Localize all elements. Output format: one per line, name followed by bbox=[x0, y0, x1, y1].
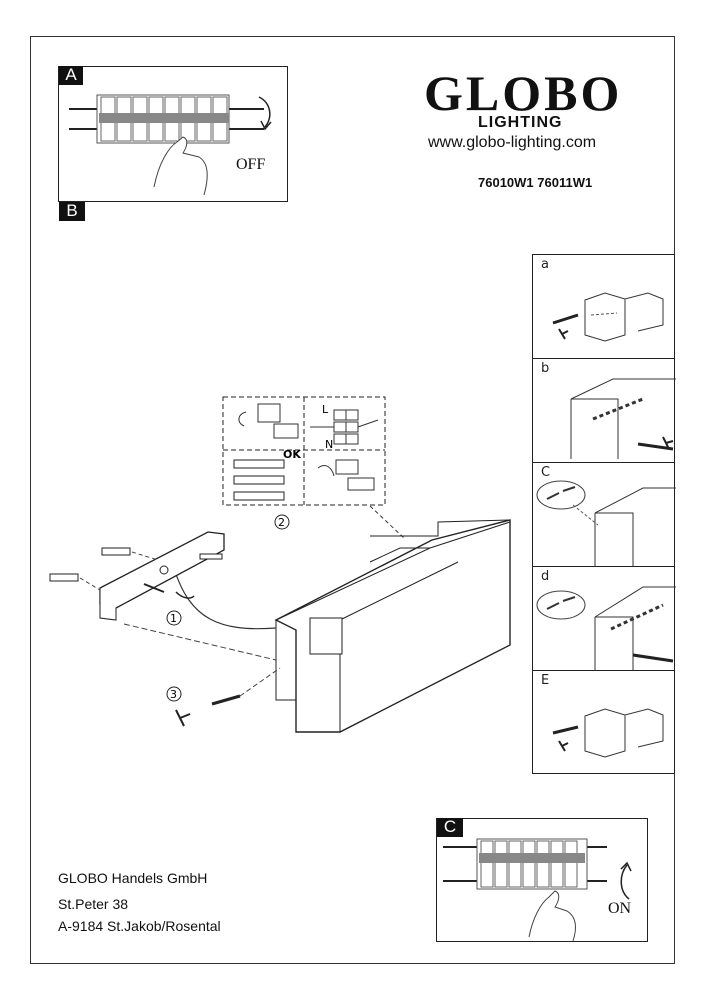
step-c-panel: C bbox=[532, 462, 676, 568]
panel-a-tag: A bbox=[59, 66, 83, 85]
panel-b-tag: B bbox=[59, 202, 85, 221]
panel-a-breaker-off bbox=[58, 66, 288, 202]
callout-1: 1 bbox=[170, 612, 177, 625]
street-address: St.Peter 38 bbox=[58, 896, 129, 912]
off-label: OFF bbox=[236, 156, 266, 173]
callout-3: 3 bbox=[170, 688, 177, 701]
company-name: GLOBO Handels GmbH bbox=[58, 870, 208, 886]
breaker-off-illustration bbox=[69, 94, 272, 196]
step-b-label: b bbox=[541, 361, 550, 376]
main-assembly-diagram: 1 3 2 bbox=[49, 505, 511, 733]
step-e-label: E bbox=[541, 673, 550, 688]
step-c-illustration bbox=[536, 480, 676, 567]
callout-2: 2 bbox=[278, 516, 285, 529]
step-c-label: C bbox=[541, 465, 551, 480]
step-b-panel: b bbox=[532, 358, 676, 464]
city-address: A-9184 St.Jakob/Rosental bbox=[58, 918, 221, 934]
ok-label: OK bbox=[283, 448, 301, 461]
website-url: www.globo-lighting.com bbox=[428, 134, 597, 151]
globo-logo: GLOBO bbox=[424, 65, 623, 121]
step-d-label: d bbox=[541, 569, 550, 584]
on-label: ON bbox=[608, 900, 632, 917]
breaker-on-illustration bbox=[443, 838, 632, 942]
terminal-l-label: L bbox=[322, 403, 329, 416]
panel-c-breaker-on bbox=[436, 818, 648, 942]
step-d-panel: d bbox=[532, 566, 676, 672]
terminal-n-label: N bbox=[325, 438, 333, 451]
model-numbers: 76010W1 76011W1 bbox=[478, 175, 593, 190]
panel-c-tag: C bbox=[437, 818, 463, 837]
step-a-panel: a bbox=[532, 254, 675, 360]
step-e-panel: E bbox=[532, 670, 675, 774]
step-e-illustration bbox=[552, 708, 664, 758]
step-b-illustration bbox=[570, 378, 676, 459]
wiring-detail: OK L N bbox=[222, 396, 386, 506]
step-d-illustration bbox=[536, 586, 676, 671]
step-a-label: a bbox=[541, 257, 549, 272]
lighting-wordmark: LIGHTING bbox=[478, 114, 563, 131]
step-a-illustration bbox=[552, 292, 664, 342]
